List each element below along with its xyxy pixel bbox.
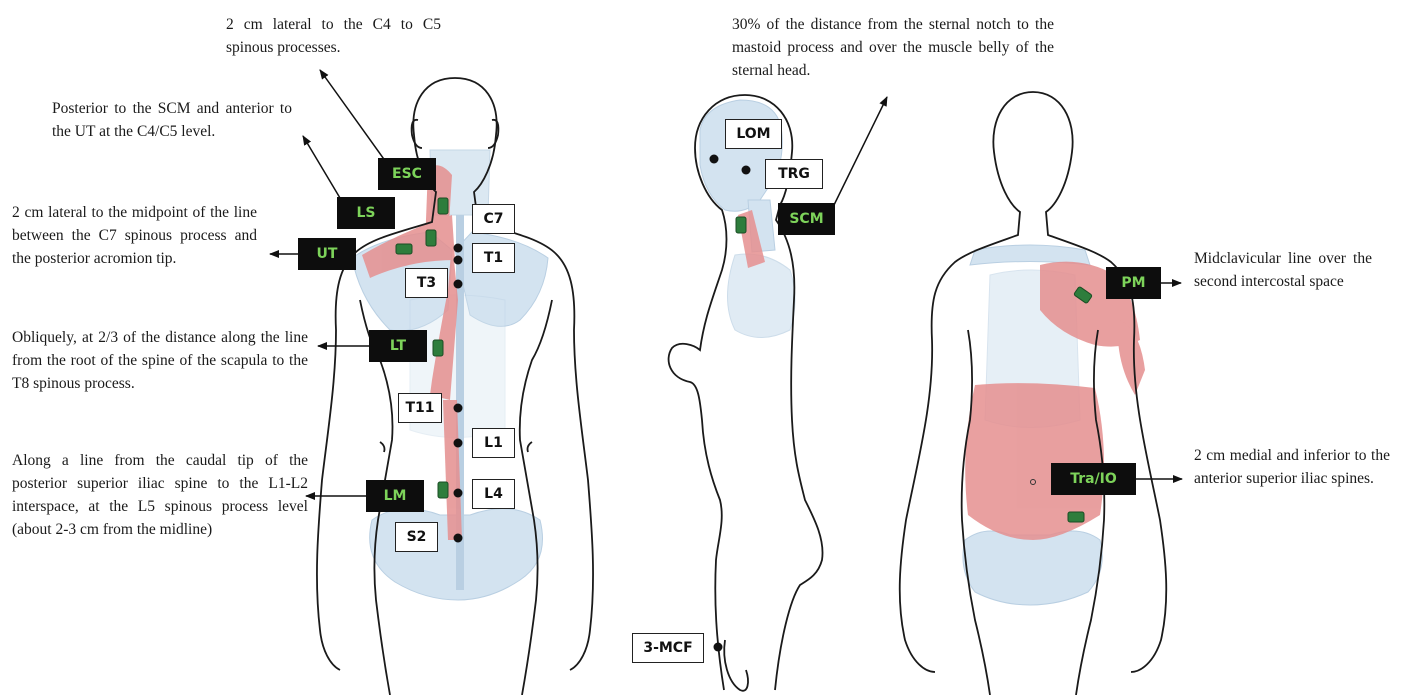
description-lm: Along a line from the caudal tip of the … [12, 449, 308, 541]
landmark-t11: T11 [398, 393, 442, 423]
label-esc: ESC [378, 158, 436, 190]
description-esc: 2 cm lateral to the C4 to C5 spinous pro… [226, 13, 441, 59]
front-view-figure [900, 92, 1167, 695]
dot-l4 [454, 489, 463, 498]
dot-s2 [454, 534, 463, 543]
dot-lom [710, 155, 719, 164]
muscle-deltoid [1118, 320, 1145, 395]
description-tra: 2 cm medial and inferior to the anterior… [1194, 444, 1390, 490]
description-scm: 30% of the distance from the sternal not… [732, 13, 1054, 82]
label-ut: UT [298, 238, 356, 270]
arrow-esc [320, 70, 386, 162]
sensor-esc [438, 198, 448, 214]
label-pm: PM [1106, 267, 1161, 299]
dot-c7 [454, 244, 463, 253]
label-lt: LT [369, 330, 427, 362]
description-pm: Midclavicular line over the second inter… [1194, 247, 1372, 293]
dot-trg [742, 166, 751, 175]
label-lm: LM [366, 480, 424, 512]
sensor-tra [1068, 512, 1084, 522]
dot-t3 [454, 280, 463, 289]
landmark-t3: T3 [405, 268, 448, 298]
side-sensors [736, 217, 746, 233]
landmark-mcf: 3-MCF [632, 633, 704, 663]
dot-mcf [714, 643, 723, 652]
sensor-scm [736, 217, 746, 233]
back-view-figure [317, 78, 593, 695]
arrow-scm [834, 97, 887, 205]
landmark-l4: L4 [472, 479, 515, 509]
dot-l1 [454, 439, 463, 448]
label-tra: Tra/IO [1051, 463, 1136, 495]
dot-t1 [454, 256, 463, 265]
sensor-lm [438, 482, 448, 498]
landmark-c7: C7 [472, 204, 515, 234]
landmark-t1: T1 [472, 243, 515, 273]
description-ut: 2 cm lateral to the midpoint of the line… [12, 201, 257, 270]
description-ls: Posterior to the SCM and anterior to the… [52, 97, 292, 143]
arrow-ls [303, 136, 340, 198]
sensor-ut [396, 244, 412, 254]
label-ls: LS [337, 197, 395, 229]
landmark-lom: LOM [725, 119, 782, 149]
description-lt: Obliquely, at 2/3 of the distance along … [12, 326, 308, 395]
landmark-l1: L1 [472, 428, 515, 458]
sensor-ls [426, 230, 436, 246]
dot-t11 [454, 404, 463, 413]
label-scm: SCM [778, 203, 835, 235]
sensor-lt [433, 340, 443, 356]
landmark-trg: TRG [765, 159, 823, 189]
landmark-s2: S2 [395, 522, 438, 552]
